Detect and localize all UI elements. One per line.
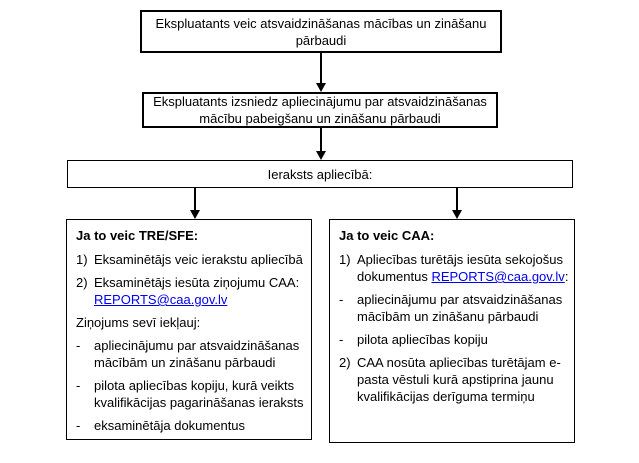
dash-marker: - [339,292,344,307]
tre-sfe-item-1: 1) Eksaminētājs veic ierakstu apliecībā [76,251,303,268]
tre-sfe-subtitle: Ziņojums sevī iekļauj: [76,315,201,330]
list-item-text: pilota apliecības kopiju [357,332,488,347]
arrow-down-icon [316,83,326,92]
flow-box-refresher-training: Ekspluatants veic atsvaidzināšanas mācīb… [140,10,502,53]
connector-line [194,188,196,211]
flow-box-text: Ekspluatants izsniedz apliecinājumu par … [153,93,487,127]
text-line: apliecinājumu par atsvaidzināšanas [94,338,300,353]
caa-bullet-1: - apliecinājumu par atsvaidzināšanas māc… [339,291,565,325]
text-line: pārbaudi [295,32,347,48]
text-line: Eksaminētājs iesūta ziņojumu CAA: [94,275,300,290]
flow-box-text: Ekspluatants veic atsvaidzināšanas mācīb… [156,15,487,49]
caa-title: Ja to veic CAA: [339,228,435,243]
caa-bullet-2: - pilota apliecības kopiju [339,331,565,348]
dash-marker: - [339,332,344,347]
text-line: pasta vēstuli kurā apstiprina jaunu [357,372,554,387]
reports-email-link[interactable]: REPORTS@caa.gov.lv [431,269,565,284]
flow-box-caa: Ja to veic CAA: 1) Apliecības turētājs i… [329,219,575,443]
list-marker: 1) [76,252,88,267]
text-line: apliecinājumu par atsvaidzināšanas [357,292,563,307]
list-item-text: eksaminētāja dokumentus [94,418,246,433]
text-line: Ekspluatants izsniedz apliecinājumu par … [153,94,487,109]
list-item-text: apliecinājumu par atsvaidzināšanas mācīb… [94,337,302,371]
list-item-text: apliecinājumu par atsvaidzināšanas mācīb… [357,291,565,325]
list-item-text: Eksaminētājs iesūta ziņojumu CAA: REPORT… [94,274,302,308]
tre-sfe-bullet-1: - apliecinājumu par atsvaidzināšanas māc… [76,337,302,371]
arrow-down-icon [190,210,200,219]
text-line: dokumentus [357,269,432,284]
caa-item-2: 2) CAA nosūta apliecības turētājam e- pa… [339,354,565,405]
tre-sfe-item-2: 2) Eksaminētājs iesūta ziņojumu CAA: REP… [76,274,302,308]
text-line: Apliecības turētājs iesūta sekojošus [357,252,563,267]
connector-line [320,128,322,152]
tre-sfe-title: Ja to veic TRE/SFE: [76,228,199,243]
dash-marker: - [76,418,81,433]
arrow-down-icon [452,210,462,219]
list-item-text: Eksaminētājs veic ierakstu apliecībā [94,252,303,267]
flow-box-licence-entry: Ieraksts apliecībā: [67,160,573,188]
text-line: mācībām un zināšanu pārbaudi [94,355,276,370]
text-line: Ekspluatants veic atsvaidzināšanas mācīb… [155,15,487,31]
dash-marker: - [76,378,81,393]
list-marker: 2) [339,355,351,370]
connector-line [320,53,322,84]
list-item-text: Apliecības turētājs iesūta sekojošus dok… [357,251,568,285]
text-line: kvalifikācijas derīguma termiņu [357,389,535,404]
text-line: mācību pabeigšanu un zināšanu pārbaudi [199,111,441,126]
connector-line [456,188,458,211]
tre-sfe-bullet-2: - pilota apliecības kopiju, kurā veikts … [76,377,304,411]
flow-box-text: Ieraksts apliecībā: [267,166,373,182]
list-item-text: CAA nosūta apliecības turētājam e- pasta… [357,354,565,405]
text-line: CAA nosūta apliecības turētājam e- [357,355,561,370]
dash-marker: - [76,338,81,353]
flow-box-tre-sfe: Ja to veic TRE/SFE: 1) Eksaminētājs veic… [66,219,312,440]
text-line: : [564,269,569,284]
list-marker: 2) [76,275,88,290]
arrow-down-icon [316,151,326,160]
list-item-text: pilota apliecības kopiju, kurā veikts kv… [94,377,304,411]
text-line: kvalifikācijas pagarināšanas ieraksts [94,395,304,410]
text-line: pilota apliecības kopiju, kurā veikts [94,378,295,393]
flow-box-certificate-issue: Ekspluatants izsniedz apliecinājumu par … [142,92,498,128]
tre-sfe-bullet-3: - eksaminētāja dokumentus [76,417,302,434]
list-marker: 1) [339,252,351,267]
text-line: mācībām un zināšanu pārbaudi [357,309,539,324]
caa-item-1: 1) Apliecības turētājs iesūta sekojošus … [339,251,568,285]
reports-email-link[interactable]: REPORTS@caa.gov.lv [94,292,228,307]
